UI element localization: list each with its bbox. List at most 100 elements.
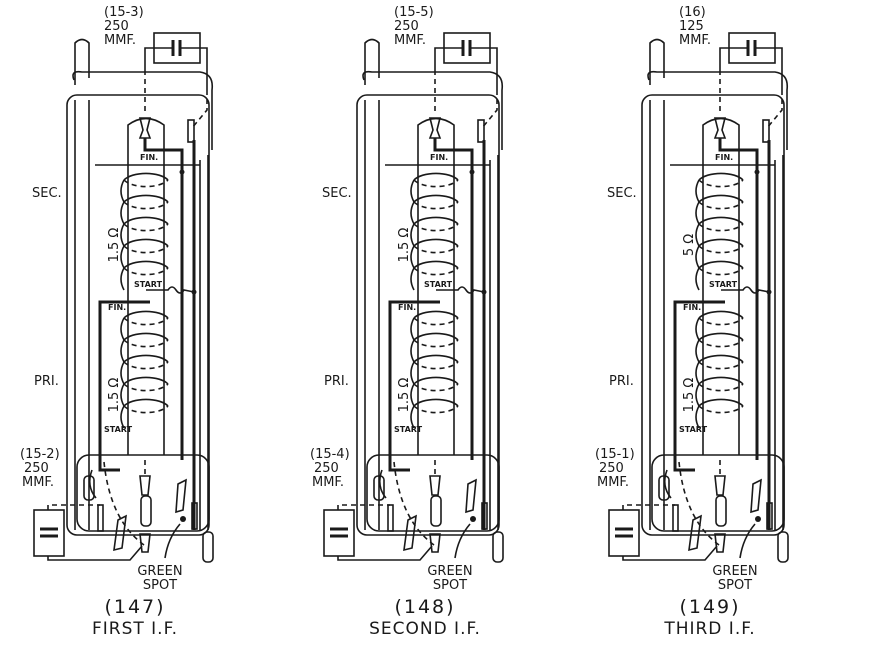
- top-lug: [428, 117, 442, 139]
- green-spot-label: SPOT: [718, 578, 752, 593]
- coil-turn-back: [413, 179, 459, 188]
- secondary-coil: [695, 172, 744, 291]
- pin-terminal: [387, 504, 394, 532]
- pri-fin-label: FIN.: [683, 303, 701, 312]
- figure-title: THIRD I.F.: [663, 619, 755, 639]
- top-cap-ref-label: (15-5): [394, 5, 434, 20]
- top-cap-value-label: 250: [104, 19, 129, 34]
- coil-wrap: [695, 223, 700, 247]
- coil-turn-back: [123, 179, 169, 188]
- coil-turn-back: [413, 317, 459, 326]
- sec-lead: [433, 138, 474, 460]
- coil-wrap: [410, 405, 415, 429]
- coil-wrap: [695, 383, 700, 407]
- coil-turn-front: [413, 216, 459, 225]
- coil-turn-front: [698, 398, 744, 407]
- coil-turn-back: [123, 405, 169, 414]
- coil-turn-back: [698, 179, 744, 188]
- terminal-base: [651, 454, 785, 532]
- spring-terminal: [373, 475, 385, 501]
- shield-can-outline: [66, 94, 210, 536]
- primary-resistance-label: 1.5 Ω: [397, 378, 412, 413]
- bottom-cap-lead: [337, 545, 433, 561]
- coil-turn-back: [123, 245, 169, 254]
- coil-wrap: [410, 245, 415, 269]
- coil-wrap: [410, 339, 415, 363]
- secondary-label: SEC.: [32, 186, 62, 201]
- coil-wrap: [695, 179, 700, 203]
- primary-coil: [410, 310, 459, 429]
- bottom-cap-lead: [337, 504, 390, 510]
- coil-wrap: [695, 317, 700, 341]
- green-spot-label: GREEN: [427, 564, 472, 579]
- bottom-cap-lead: [622, 504, 675, 510]
- sec-start-label: START: [424, 280, 453, 289]
- coil-turn-front: [123, 332, 169, 341]
- top-cap-leads: [144, 47, 208, 90]
- coil-wrap: [695, 245, 700, 269]
- green-spot-label: GREEN: [137, 564, 182, 579]
- base-spring-left: [378, 469, 387, 499]
- coil-turn-back: [413, 223, 459, 232]
- coil-turn-front: [413, 398, 459, 407]
- coil-turn-back: [698, 361, 744, 370]
- terminal-base: [366, 454, 500, 532]
- coil-wrap: [695, 361, 700, 385]
- coil-turn-front: [123, 238, 169, 247]
- coil-wrap: [120, 361, 125, 385]
- coil-wrap: [410, 383, 415, 407]
- coil-turn-back: [698, 317, 744, 326]
- pri-fin-label: FIN.: [108, 303, 126, 312]
- pin-terminal: [191, 502, 198, 530]
- coil-wrap: [410, 223, 415, 247]
- secondary-resistance-label: 1.5 Ω: [107, 228, 122, 263]
- top-cap-ref-label: (15-3): [104, 5, 144, 20]
- coil-wrap: [120, 245, 125, 269]
- coil-wrap: [410, 201, 415, 225]
- coil-turn-back: [413, 383, 459, 392]
- coil-wrap: [120, 223, 125, 247]
- coil-turn-back: [413, 339, 459, 348]
- top-cap-unit-label: MMF.: [104, 33, 136, 48]
- coil-turn-back: [698, 405, 744, 414]
- sec-fin-label: FIN.: [430, 153, 448, 162]
- coil-wrap: [120, 405, 125, 429]
- coil-turn-back: [698, 223, 744, 232]
- bottom-cap-ref-label: (15-2): [20, 447, 60, 462]
- coil-wrap: [120, 201, 125, 225]
- bottom-cap-lead: [47, 504, 100, 510]
- secondary-label: SEC.: [607, 186, 637, 201]
- right-lug: [187, 119, 195, 143]
- primary-coil: [120, 310, 169, 429]
- top-bracket: [362, 70, 504, 150]
- green-spot-arrow: [739, 523, 756, 559]
- coil-turn-front: [698, 260, 744, 269]
- green-spot-label: SPOT: [433, 578, 467, 593]
- right-lug: [762, 119, 770, 143]
- coil-turn-front: [413, 260, 459, 269]
- coil-turn-back: [123, 361, 169, 370]
- coil-turn-front: [413, 238, 459, 247]
- pri-fin-label: FIN.: [398, 303, 416, 312]
- sec-start-label: START: [134, 280, 163, 289]
- bottom-cap-ref-label: (15-4): [310, 447, 350, 462]
- coil-turn-front: [123, 172, 169, 181]
- coil-turn-front: [698, 376, 744, 385]
- green-spot-arrow: [164, 523, 181, 559]
- pri-fin-lead: [673, 300, 725, 472]
- coil-turn-front: [123, 398, 169, 407]
- coil-turn-back: [413, 245, 459, 254]
- pri-start-label: START: [394, 425, 423, 434]
- secondary-coil: [410, 172, 459, 291]
- top-cap-value-label: 125: [679, 19, 704, 34]
- top-cap-unit-label: MMF.: [394, 33, 426, 48]
- coil-turn-front: [123, 376, 169, 385]
- coil-turn-front: [698, 216, 744, 225]
- start-crossover: [146, 286, 195, 294]
- spring-terminal: [715, 495, 727, 527]
- figure-title: FIRST I.F.: [92, 619, 178, 639]
- bottom-trimmer-box: [608, 509, 640, 557]
- coil-turn-back: [123, 223, 169, 232]
